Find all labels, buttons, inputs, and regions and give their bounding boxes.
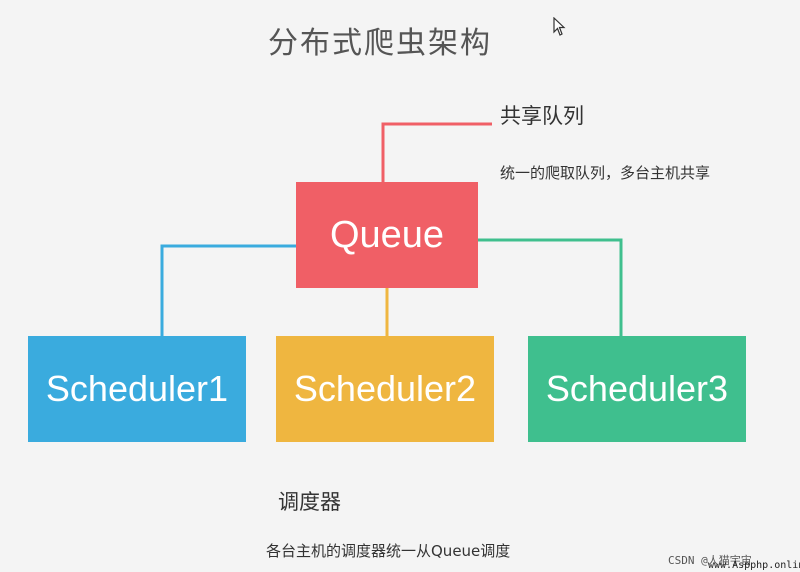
scheduler-title: 调度器 (278, 490, 341, 514)
diagram-title: 分布式爬虫架构 (268, 26, 492, 61)
scheduler2-node: Scheduler2 (276, 336, 494, 442)
queue-node: Queue (296, 182, 478, 288)
scheduler1-node: Scheduler1 (28, 336, 246, 442)
scheduler3-node: Scheduler3 (528, 336, 746, 442)
queue-to-shared-label-line (381, 122, 492, 182)
scheduler-description: 各台主机的调度器统一从Queue调度 (266, 542, 511, 560)
mouse-cursor-icon (553, 17, 566, 36)
queue-to-scheduler3-line (478, 238, 623, 336)
queue-to-scheduler1-line (160, 244, 296, 336)
shared-queue-title: 共享队列 (500, 104, 584, 128)
site-watermark: www.Aspphp.online (708, 560, 800, 571)
csdn-watermark: CSDN @人猫宇宙 (668, 554, 752, 567)
shared-queue-description: 统一的爬取队列，多台主机共享 (500, 164, 711, 182)
